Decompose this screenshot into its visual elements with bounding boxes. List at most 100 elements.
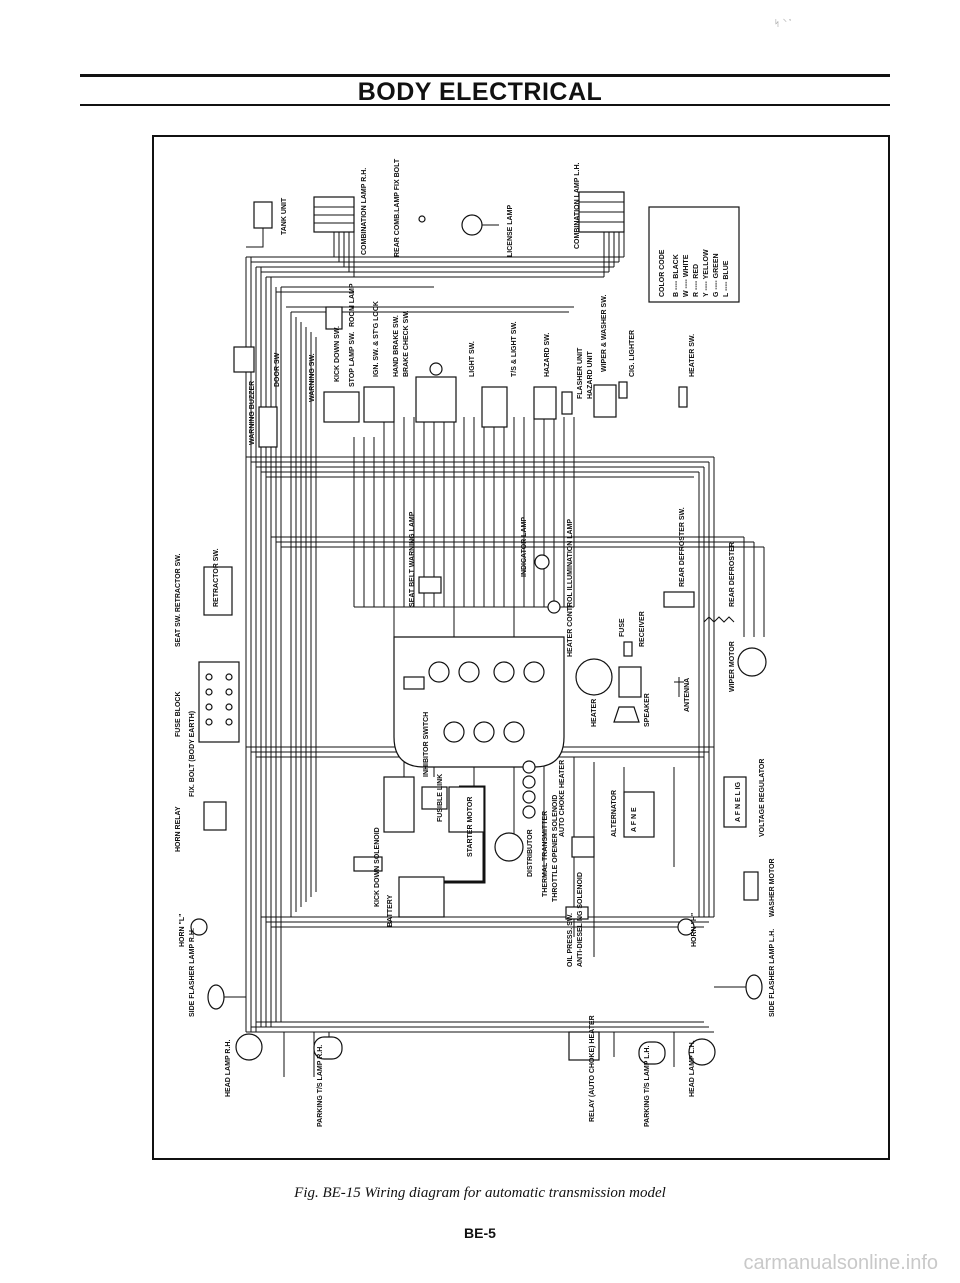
rear-comb-lamp-label: REAR COMB.LAMP FIX BOLT <box>394 158 401 257</box>
door-sw-label: DOOR SW <box>274 352 281 387</box>
hand-brake-sw-label: HAND BRAKE SW. <box>393 315 400 377</box>
wiper-washer-sw-body <box>593 384 617 418</box>
figure-caption: Fig. BE-15 Wiring diagram for automatic … <box>294 1185 666 1201</box>
speaker-label: SPEAKER <box>644 693 651 727</box>
parking-ts-lh-label: PARKING T/S LAMP L.H. <box>644 1046 651 1127</box>
color-code-entry: W ---- WHITE <box>683 254 690 297</box>
light-sw-label: LIGHT SW. <box>469 341 476 377</box>
header-rule-bottom <box>80 104 890 106</box>
stop-lamp-sw-label: STOP LAMP SW. <box>349 332 356 387</box>
distributor-label: DISTRIBUTOR <box>527 829 534 877</box>
warning-buzzer <box>258 406 278 448</box>
warning-buzzer-label: WARNING BUZZER <box>249 381 256 445</box>
heater-control-lamp-label: HEATER CONTROL ILLUMINATION LAMP <box>567 519 574 657</box>
side-flasher-rh: SIDE FLASHER LAMP R.H. <box>189 928 225 1017</box>
battery-label: BATTERY <box>387 894 394 927</box>
color-code-entry: R ---- RED <box>693 264 700 297</box>
page-title: BODY ELECTRICAL <box>357 78 603 106</box>
anti-dieseling-label: ANTI-DIESELING SOLENOID <box>577 872 584 967</box>
inhibitor-switch-label: INHIBITOR SWITCH <box>423 712 430 777</box>
watermark-text: carmanualsonline.info <box>743 1252 938 1274</box>
fuse-block: FUSE BLOCK <box>175 661 240 743</box>
voltage-regulator-label: VOLTAGE REGULATOR <box>759 759 766 837</box>
page-number: BE-5 <box>464 1225 496 1241</box>
room-lamp-label: ROOM LAMP <box>349 283 356 327</box>
hazard-sw-label: HAZARD SW. <box>544 333 551 377</box>
flasher-unit-body <box>561 391 573 415</box>
fuse-block-label: FUSE BLOCK <box>175 692 182 738</box>
door-sw <box>233 346 255 373</box>
warning-sw-label: WARNING SW. <box>309 353 316 402</box>
auto-choke-heater <box>571 836 595 858</box>
switch-row: DOOR SW WARNING BUZZER WARNING SW. ROOM … <box>233 283 696 448</box>
seat-belt-warning-label: SEAT BELT WARNING LAMP <box>409 511 416 607</box>
seat-sw-retractor: SEAT SW. RETRACTOR SW. RETRACTOR SW. <box>175 548 233 647</box>
corner-scan-mark: ᛋ ⸌ ᷾ <box>774 18 790 28</box>
distributor <box>494 832 524 862</box>
horn-l: HORN "L" <box>179 914 208 947</box>
combination-lamp-rh-label: COMBINATION LAMP R.H. <box>361 168 368 255</box>
regulator-terminals: A F N E L IG <box>735 781 742 822</box>
anti-dieseling-solenoid <box>565 906 589 920</box>
washer-motor <box>743 871 759 901</box>
battery <box>398 876 445 918</box>
license-lamp-label: LICENSE LAMP <box>507 205 514 257</box>
washer-motor-label: WASHER MOTOR <box>769 858 776 917</box>
head-lamp-rh: HEAD LAMP R.H. <box>225 1033 263 1097</box>
antenna-label: ANTENNA <box>684 678 691 712</box>
alternator-label: ALTERNATOR <box>611 790 618 837</box>
rear-defroster-label: REAR DEFROSTER <box>729 542 736 607</box>
fusible-link <box>421 786 448 810</box>
alternator-terminals: A F N E <box>631 807 638 832</box>
combination-lamp-rh: COMBINATION LAMP R.H. <box>313 168 368 255</box>
light-sw-body <box>415 376 457 423</box>
inhibitor-switch <box>383 776 415 833</box>
horn-l-label: HORN "L" <box>179 914 186 947</box>
color-code-entry: G ---- GREEN <box>713 253 720 297</box>
license-lamp: LICENSE LAMP <box>461 205 514 257</box>
heater-sw-body <box>678 386 688 408</box>
hazard-sw-body <box>533 386 557 420</box>
combination-lamp-lh-label: COMBINATION LAMP L.H. <box>574 162 581 249</box>
fix-bolt-label: FIX. BOLT (BODY EARTH) <box>189 711 196 797</box>
color-code-title: COLOR CODE <box>659 249 666 297</box>
color-code-entry: Y ---- YELLOW <box>703 249 710 297</box>
hazard-unit-label: HAZARD UNIT <box>587 350 594 399</box>
relay-auto-choke-label: RELAY (AUTO CHOKE) HEATER <box>589 1015 596 1122</box>
color-code-entry: B ---- BLACK <box>673 254 680 297</box>
color-code-table: COLOR CODE B ---- BLACK W ---- WHITE R -… <box>648 206 740 303</box>
heater-label: HEATER <box>591 699 598 727</box>
ts-light-sw-body <box>481 386 508 428</box>
flasher-unit-label: FLASHER UNIT <box>577 347 584 399</box>
tank-unit-label: TANK UNIT <box>281 197 288 235</box>
tank-unit: TANK UNIT <box>246 197 288 248</box>
starter-motor <box>448 786 485 833</box>
side-flasher-rh-label: SIDE FLASHER LAMP R.H. <box>189 928 196 1017</box>
ign-sw-body <box>363 386 395 423</box>
starter-motor-label: STARTER MOTOR <box>467 797 474 857</box>
head-lamp-lh-label: HEAD LAMP L.H. <box>689 1040 696 1097</box>
cig-lighter-body <box>618 381 628 399</box>
throttle-opener-label: THROTTLE OPENER SOLENOID <box>552 795 559 902</box>
seat-sw-retractor-label: SEAT SW. RETRACTOR SW. <box>175 553 182 647</box>
side-flasher-lh-label: SIDE FLASHER LAMP L.H. <box>769 929 776 1017</box>
ts-light-sw-label: T/S & LIGHT SW. <box>511 321 518 377</box>
room-lamp <box>325 306 343 330</box>
horn-h-label: HORN "H" <box>691 913 698 947</box>
rear-comb-lamp-fix-bolt: REAR COMB.LAMP FIX BOLT <box>394 158 426 257</box>
horn-relay: HORN RELAY FIX. BOLT (BODY EARTH) <box>175 711 227 852</box>
cig-lighter-label: CIG. LIGHTER <box>629 330 636 377</box>
parking-ts-rh: PARKING T/S LAMP R.H. <box>313 1036 343 1127</box>
thermal-transmitter-label: THERMAL TRANSMITTER <box>542 811 549 897</box>
ign-sw-label: IGN. SW. & ST'G LOCK <box>373 301 380 377</box>
retractor-sw-label: RETRACTOR SW. <box>213 548 220 607</box>
heater-and-radio: HEATER FUSE RECEIVER SPEAKER ANTENNA REA… <box>575 507 767 727</box>
fusible-link-label: FUSIBLE LINK <box>437 774 444 822</box>
kick-down-switch-body <box>323 391 360 423</box>
head-lamp-rh-label: HEAD LAMP R.H. <box>225 1040 232 1097</box>
horn-relay-label: HORN RELAY <box>175 806 182 852</box>
front-right-lamps: HORN "H" SIDE FLASHER LAMP L.H. HEAD LAM… <box>568 913 776 1127</box>
color-code-entry: L ---- BLUE <box>723 260 730 297</box>
wiring-diagram: TANK UNIT COMBINATION LAMP R.H. REAR COM… <box>175 158 776 1127</box>
brake-check-sw-label: BRAKE CHECK SW. <box>403 310 410 377</box>
